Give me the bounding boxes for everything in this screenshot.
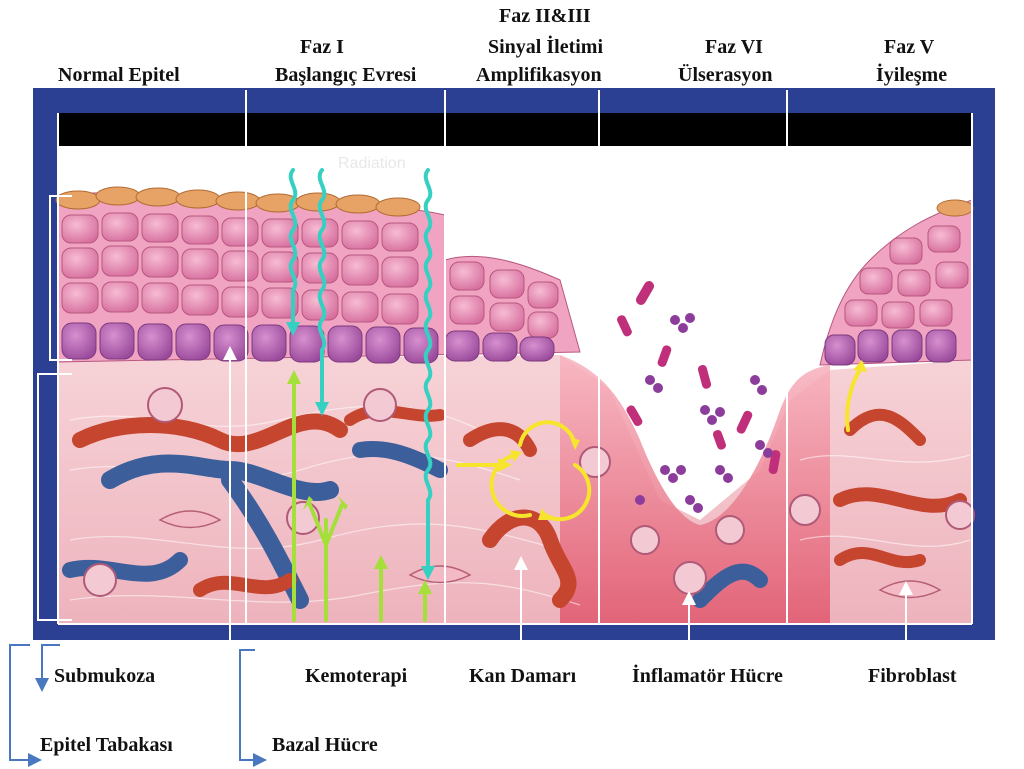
radiation-watermark: Radiation [338,155,406,172]
dermis [58,355,972,624]
label-kan-damari: Kan Damarı [469,664,576,688]
label-inflamator-hucre: İnflamatör Hücre [632,664,783,688]
label-fibroblast: Fibroblast [868,664,957,688]
header-bar [58,113,972,146]
label-kemoterapi: Kemoterapi [305,664,407,688]
label-epitel-tabakasi: Epitel Tabakası [40,733,173,757]
label-bazal-hucre: Bazal Hücre [272,733,378,757]
label-submukoza: Submukoza [54,664,155,688]
